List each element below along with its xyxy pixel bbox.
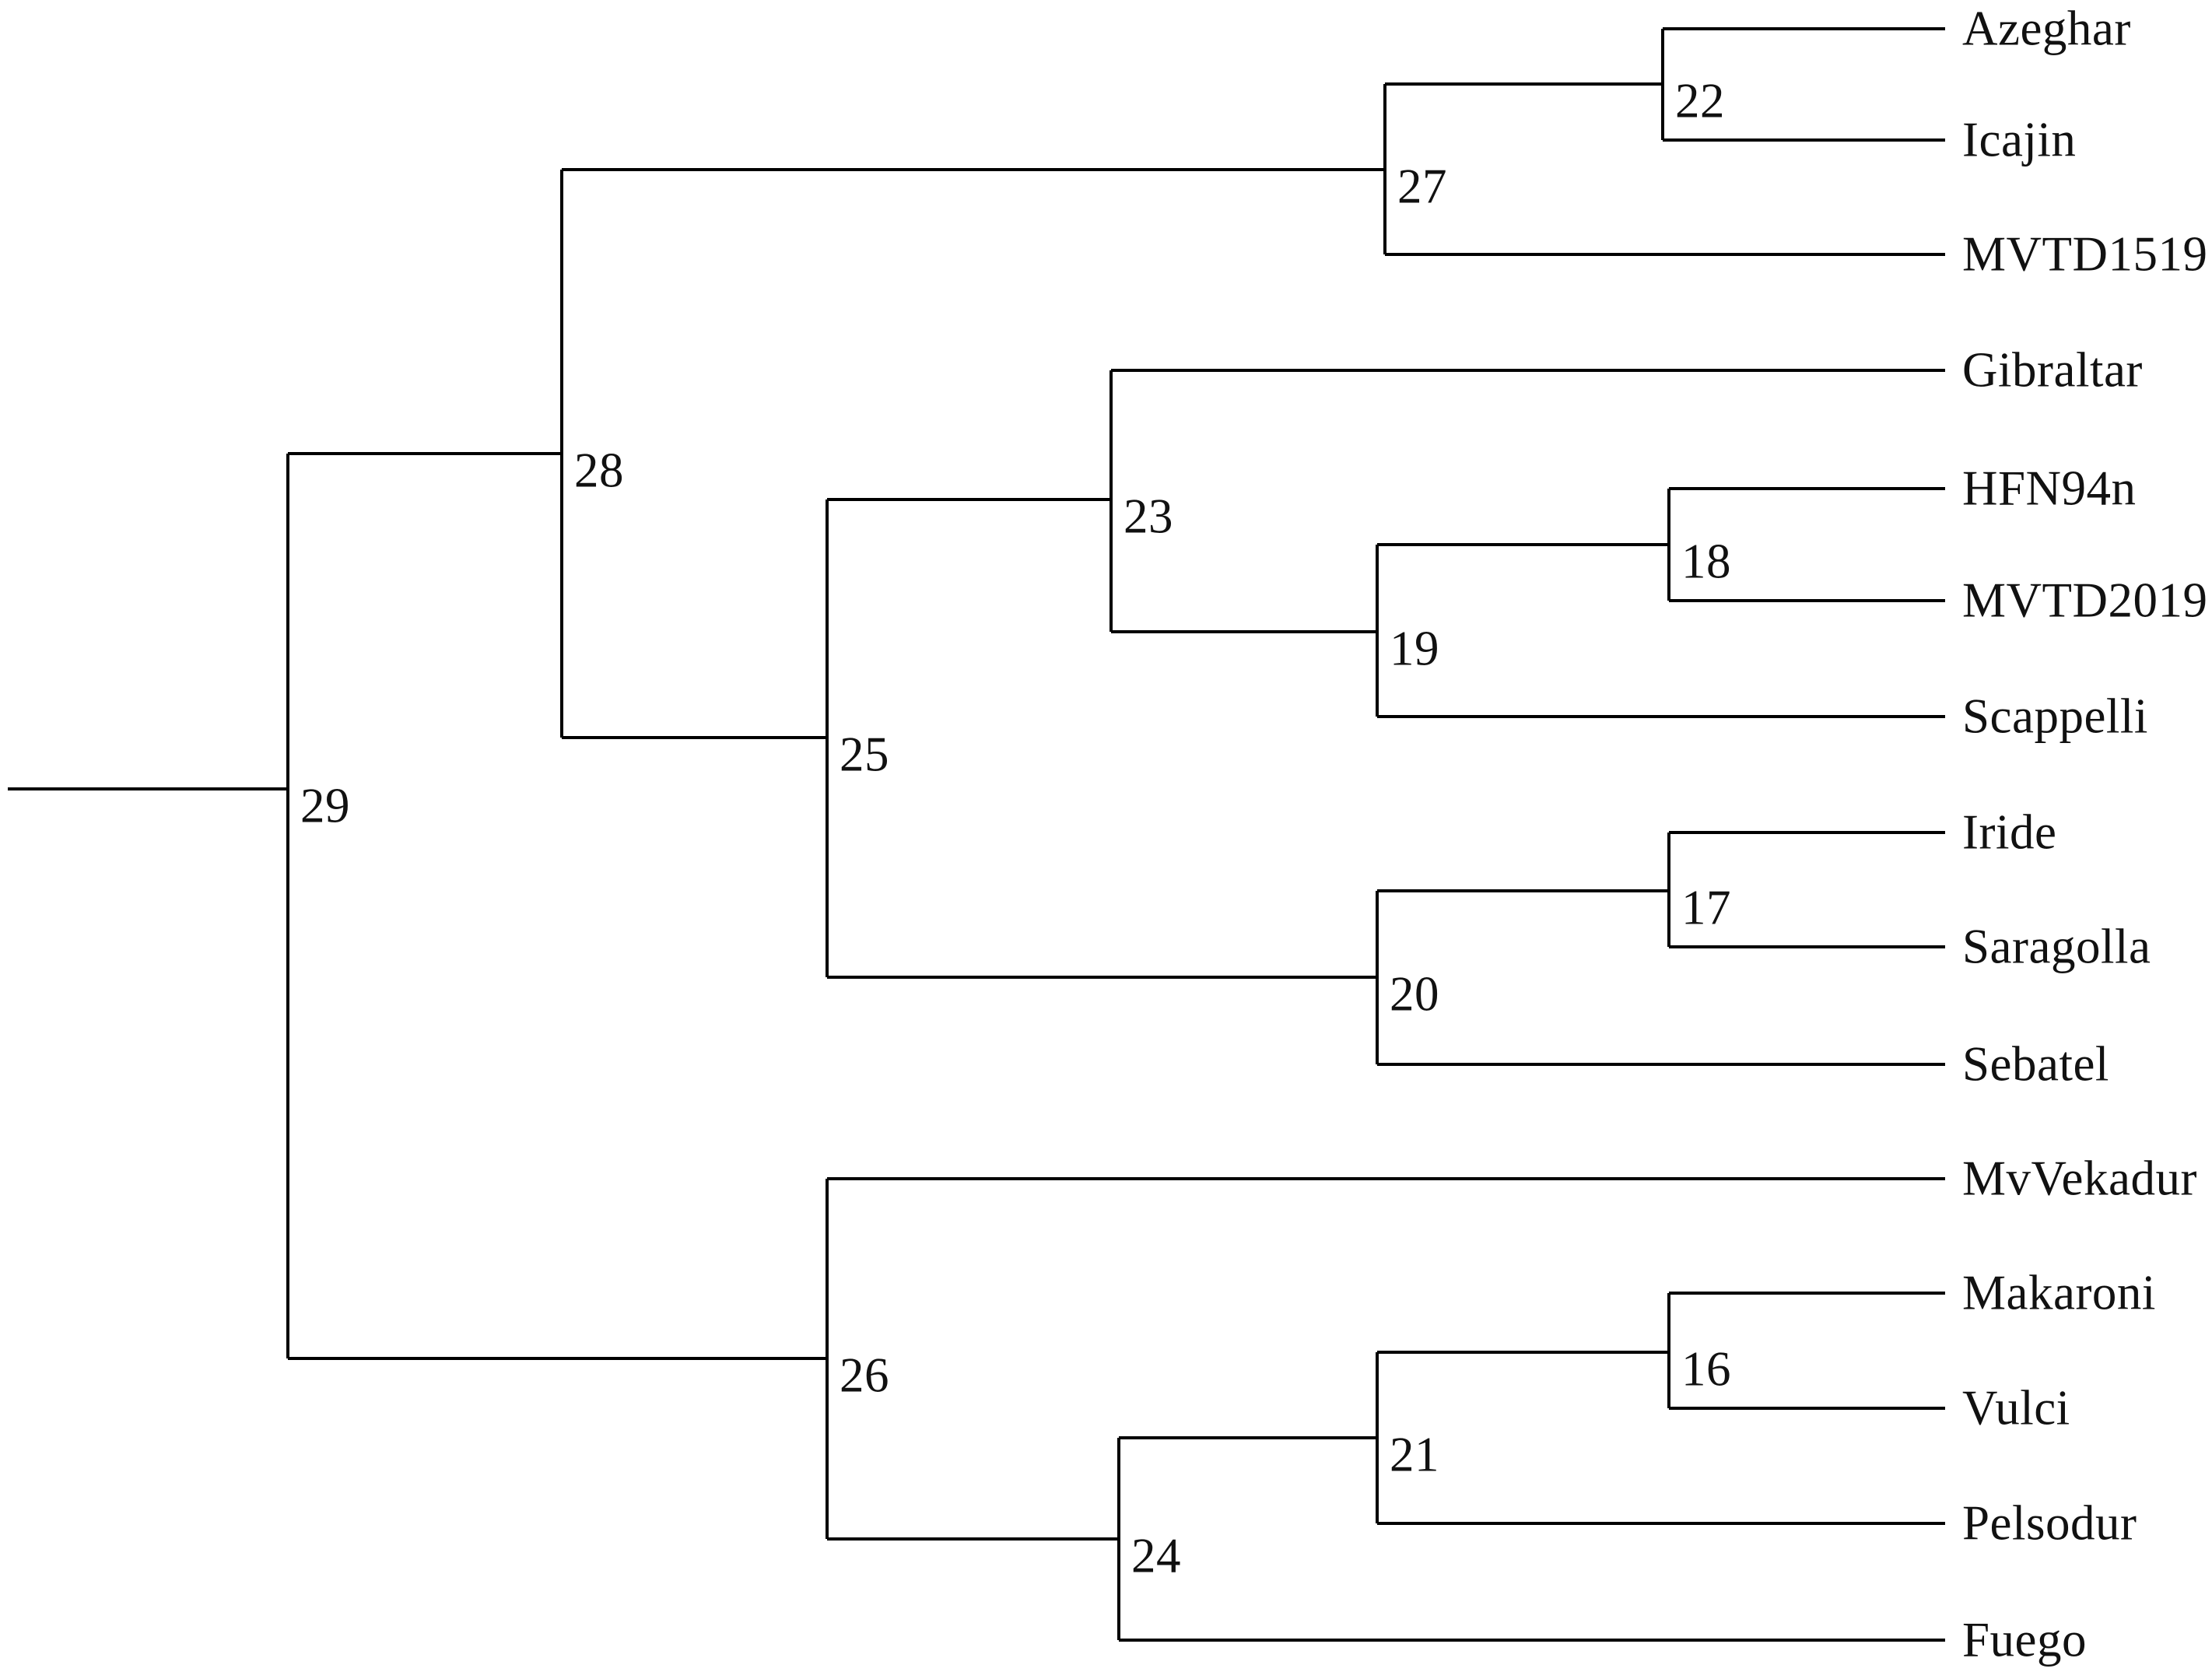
leaf-label: Fuego <box>1962 1612 2087 1667</box>
leaf-label: Saragolla <box>1962 919 2151 974</box>
leaf-label: Azeghar <box>1962 1 2131 56</box>
node-number-label: 23 <box>1124 489 1173 544</box>
node-number-label: 18 <box>1681 534 1731 589</box>
leaf-label: Makaroni <box>1962 1265 2156 1320</box>
leaf-label: Icajin <box>1962 112 2077 167</box>
leaf-label: Iride <box>1962 804 2057 860</box>
node-number-label: 22 <box>1675 73 1725 128</box>
node-number-label: 25 <box>840 727 889 782</box>
leaf-label: MVTD2019 <box>1962 573 2208 628</box>
node-number-label: 21 <box>1390 1427 1439 1482</box>
leaf-label: Vulci <box>1962 1380 2070 1435</box>
node-number-label: 26 <box>840 1348 889 1403</box>
leaf-label: Pelsodur <box>1962 1495 2137 1551</box>
leaf-label: MvVekadur <box>1962 1151 2197 1206</box>
node-number-label: 16 <box>1681 1341 1731 1397</box>
leaf-label: Scappelli <box>1962 689 2148 744</box>
node-number-label: 28 <box>574 443 624 498</box>
leaf-label: MVTD1519 <box>1962 226 2208 282</box>
node-number-label: 17 <box>1681 880 1731 935</box>
leaf-label: HFN94n <box>1962 461 2137 516</box>
node-number-label: 19 <box>1390 621 1439 676</box>
node-number-label: 27 <box>1397 159 1447 214</box>
leaf-label: Sebatel <box>1962 1036 2109 1092</box>
node-number-label: 24 <box>1131 1528 1181 1583</box>
leaf-label: Gibraltar <box>1962 342 2143 398</box>
node-number-label: 29 <box>300 778 350 833</box>
node-number-label: 20 <box>1390 966 1439 1022</box>
